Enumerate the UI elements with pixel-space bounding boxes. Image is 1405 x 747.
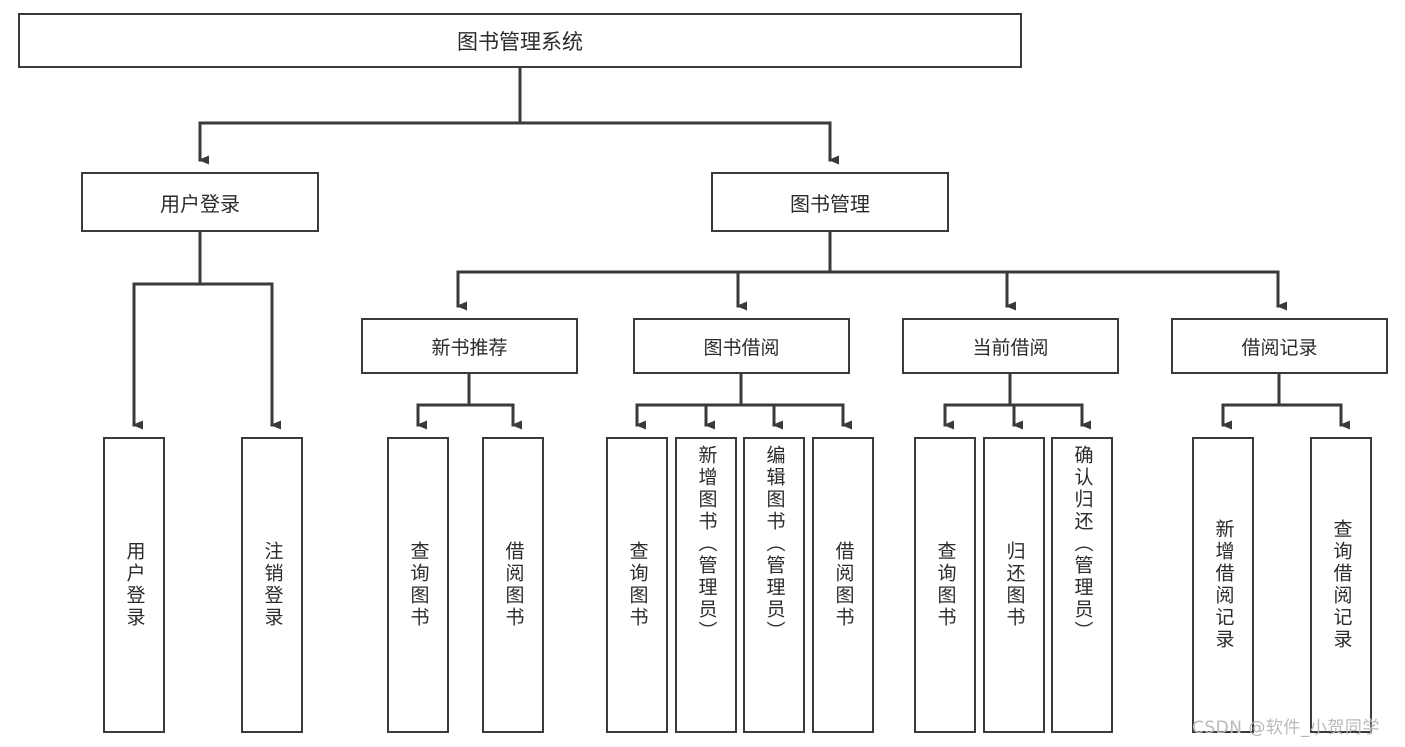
node-user-login-label: 用户登录 (160, 191, 240, 216)
node-leaf-confirm-return[interactable]: 确认归还（管理员） (1051, 437, 1113, 733)
node-leaf-query-book-1-label: 查询图书 (407, 541, 430, 629)
node-leaf-add-book[interactable]: 新增图书（管理员） (675, 437, 737, 733)
node-leaf-add-book-label: 新增图书（管理员） (695, 445, 718, 643)
node-leaf-query-book-2[interactable]: 查询图书 (606, 437, 668, 733)
node-current-borrow-label: 当前借阅 (972, 336, 1049, 359)
node-leaf-edit-book[interactable]: 编辑图书（管理员） (743, 437, 805, 733)
node-leaf-return-book-label: 归还图书 (1003, 541, 1026, 629)
node-root[interactable]: 图书管理系统 (18, 13, 1022, 68)
node-leaf-user-login-label: 用户登录 (123, 541, 146, 629)
node-book-borrow-label: 图书借阅 (703, 336, 780, 359)
node-leaf-query-book-3-label: 查询图书 (934, 541, 957, 629)
node-new-book-recommend-label: 新书推荐 (431, 336, 508, 359)
node-leaf-borrow-book-1[interactable]: 借阅图书 (482, 437, 544, 733)
csdn-watermark: CSDN @软件_小贺同学 (1192, 718, 1380, 738)
node-leaf-edit-book-label: 编辑图书（管理员） (763, 445, 786, 643)
node-book-manage-label: 图书管理 (790, 191, 870, 216)
node-new-book-recommend[interactable]: 新书推荐 (361, 318, 578, 374)
node-leaf-logout[interactable]: 注销登录 (241, 437, 303, 733)
node-book-manage[interactable]: 图书管理 (711, 172, 949, 232)
node-leaf-return-book[interactable]: 归还图书 (983, 437, 1045, 733)
node-borrow-record-label: 借阅记录 (1241, 336, 1318, 359)
node-leaf-user-login[interactable]: 用户登录 (103, 437, 165, 733)
node-leaf-borrow-book-2[interactable]: 借阅图书 (812, 437, 874, 733)
node-root-label: 图书管理系统 (457, 29, 583, 54)
node-leaf-query-record-label: 查询借阅记录 (1330, 519, 1353, 651)
node-leaf-query-book-3[interactable]: 查询图书 (914, 437, 976, 733)
node-book-borrow[interactable]: 图书借阅 (633, 318, 850, 374)
node-leaf-borrow-book-1-label: 借阅图书 (502, 541, 525, 629)
node-borrow-record[interactable]: 借阅记录 (1171, 318, 1388, 374)
node-leaf-add-record-label: 新增借阅记录 (1212, 519, 1235, 651)
node-user-login[interactable]: 用户登录 (81, 172, 319, 232)
node-leaf-borrow-book-2-label: 借阅图书 (832, 541, 855, 629)
node-leaf-confirm-return-label: 确认归还（管理员） (1071, 445, 1094, 643)
node-leaf-query-book-1[interactable]: 查询图书 (387, 437, 449, 733)
node-leaf-query-record[interactable]: 查询借阅记录 (1310, 437, 1372, 733)
node-leaf-add-record[interactable]: 新增借阅记录 (1192, 437, 1254, 733)
node-leaf-query-book-2-label: 查询图书 (626, 541, 649, 629)
node-current-borrow[interactable]: 当前借阅 (902, 318, 1119, 374)
node-leaf-logout-label: 注销登录 (261, 541, 284, 629)
